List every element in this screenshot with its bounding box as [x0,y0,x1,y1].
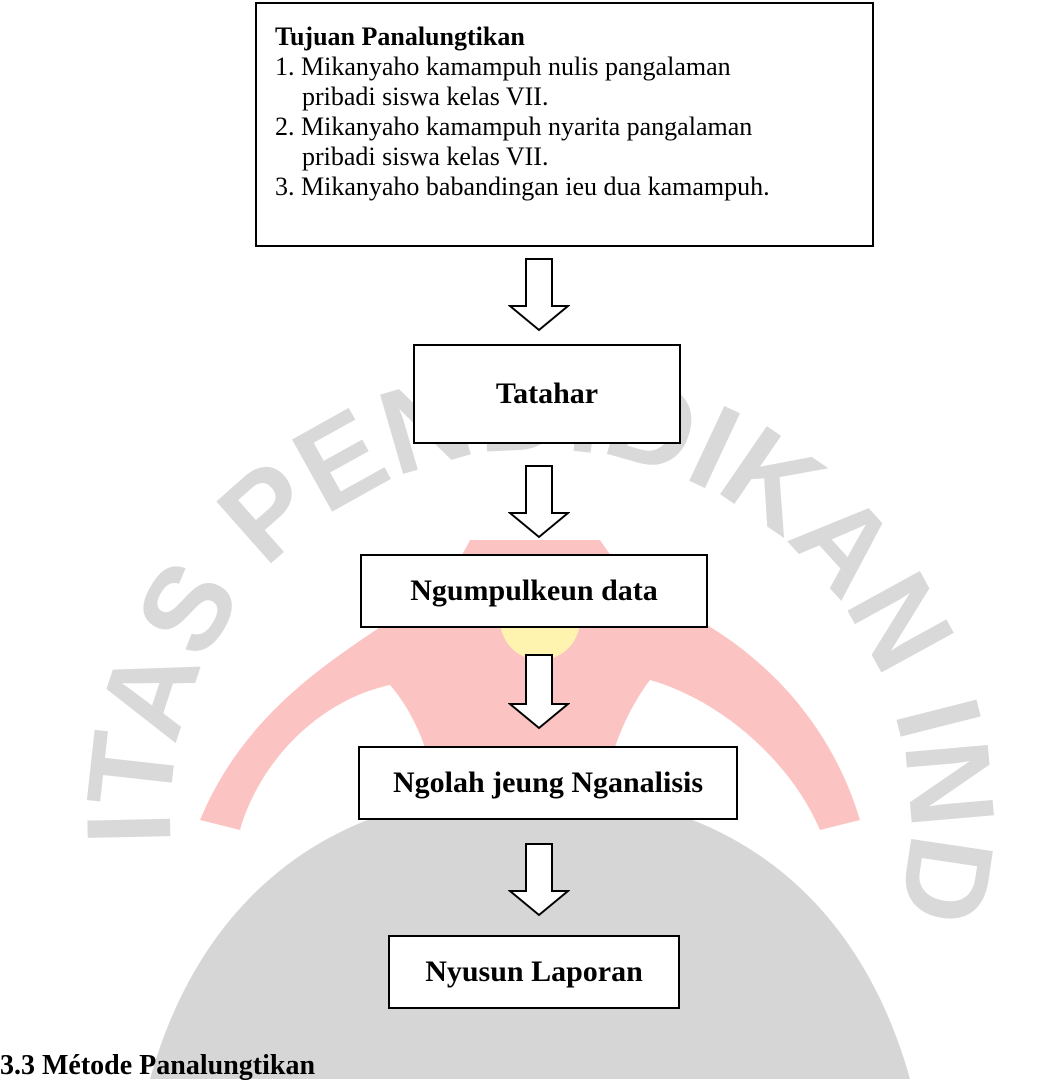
goal-item: 1. Mikanyaho kamampuh nulis pangalaman p… [275,52,872,112]
goal-line-continued: pribadi siswa kelas VII. [302,82,549,111]
step-analyze: Ngolah jeung Nganalisis [358,746,738,820]
goal-item: 3. Mikanyaho babandingan ieu dua kamampu… [275,172,872,202]
goal-line-continued: pribadi siswa kelas VII. [302,142,549,171]
goal-line: 2. Mikanyaho kamampuh nyarita pangalaman [275,112,753,141]
down-arrow-icon [508,258,570,332]
step-tatahar: Tatahar [413,344,681,444]
down-arrow-icon [508,843,570,917]
step-label: Tatahar [495,377,599,410]
goals-title: Tujuan Panalungtikan [275,22,525,51]
goals-list: 1. Mikanyaho kamampuh nulis pangalaman p… [275,52,872,202]
step-report: Nyusun Laporan [388,935,680,1009]
goal-item: 2. Mikanyaho kamampuh nyarita pangalaman… [275,112,872,172]
goal-line: 1. Mikanyaho kamampuh nulis pangalaman [275,52,731,81]
goal-line: 3. Mikanyaho babandingan ieu dua kamampu… [275,172,770,201]
section-heading: 3.3 Métode Panalungtikan [0,1050,316,1081]
step-label: Nyusun Laporan [425,955,643,988]
down-arrow-icon [508,465,570,539]
step-collect-data: Ngumpulkeun data [360,554,708,628]
research-goals-box: Tujuan Panalungtikan 1. Mikanyaho kamamp… [255,2,874,247]
step-label: Ngolah jeung Nganalisis [392,766,704,799]
step-label: Ngumpulkeun data [410,574,658,607]
down-arrow-icon [508,654,570,730]
